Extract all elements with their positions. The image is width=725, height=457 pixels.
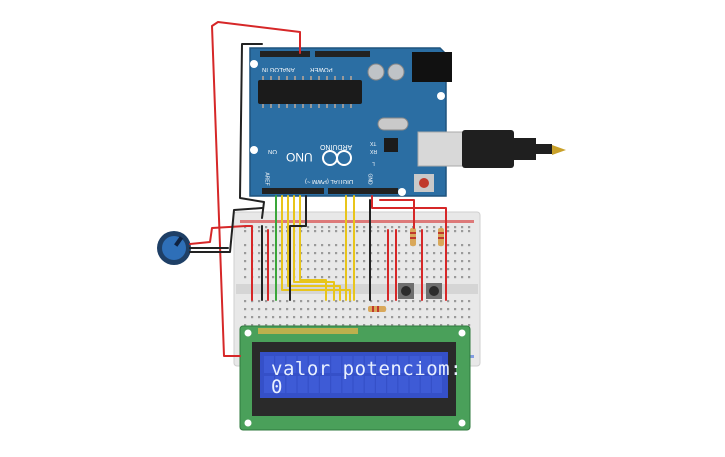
wire-yellow-2 <box>287 195 341 301</box>
lcd-module[interactable] <box>239 325 471 431</box>
arduino-logo-icon <box>322 150 352 166</box>
arduino-brand-label: ARDUINO <box>320 143 353 150</box>
on-label: ON <box>268 148 277 154</box>
wire-yellow-4 <box>299 195 327 301</box>
push-button-1[interactable] <box>398 283 414 299</box>
arduino-uno-board[interactable] <box>249 47 452 197</box>
crystal <box>377 117 409 131</box>
wire-black-3 <box>289 195 307 301</box>
wire-yellow-3 <box>293 195 335 301</box>
atmega-chip <box>258 80 362 104</box>
power-label: POWER <box>310 66 333 72</box>
capacitor-2 <box>387 63 405 81</box>
power-jack <box>412 52 452 82</box>
wire-black-gnd <box>239 43 265 219</box>
wire-red-5v <box>211 21 301 357</box>
wire-pot-black <box>189 207 263 253</box>
digital-label: DIGITAL (PWM ~) <box>305 178 354 184</box>
analog-in-label: ANALOG IN <box>262 66 295 72</box>
resistor-3 <box>368 306 386 312</box>
tx-label: TX <box>370 140 377 146</box>
rx-label: RX <box>370 148 377 154</box>
wire-pot-red <box>189 225 247 245</box>
capacitor-1 <box>367 63 385 81</box>
potentiometer[interactable] <box>157 231 191 265</box>
resistor-2 <box>438 228 444 246</box>
usb-chip <box>384 138 398 152</box>
aref-label: AREF <box>263 172 270 186</box>
resistor-1 <box>410 228 416 246</box>
wire-red-rail <box>245 225 253 301</box>
wire-red-btn <box>371 195 447 301</box>
wire-red-btn2 <box>379 199 415 229</box>
l-label: L <box>372 160 375 166</box>
usb-cable[interactable] <box>417 130 566 168</box>
gnd-label: GND <box>366 173 373 185</box>
push-button-2[interactable] <box>426 283 442 299</box>
wire-yellow-1 <box>281 195 351 301</box>
arduino-model-label: UNO <box>286 150 313 164</box>
lcd-line-2: 0 <box>271 376 283 398</box>
lcd-line-1: valor potenciom: <box>271 358 463 380</box>
